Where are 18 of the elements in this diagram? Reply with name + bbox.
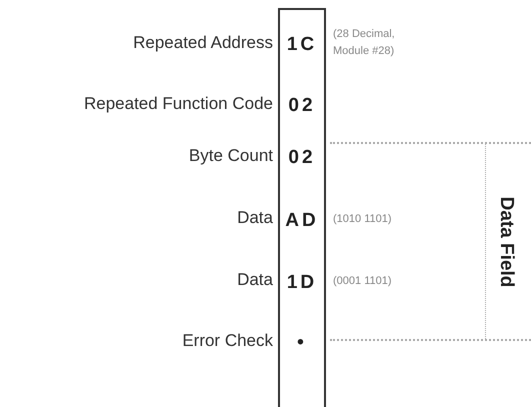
field-title: Data Field [495,196,517,287]
hex-value: 02 [287,95,317,117]
hex-value: 1C [286,34,318,56]
register-column [278,8,326,407]
annotation: (0001 1101) [333,274,392,289]
hex-value: 1D [286,272,318,294]
field-name: Repeated Address [133,33,273,53]
dotted-bracket-band [330,142,531,341]
hex-value: 02 [287,147,317,169]
hex-value: • [296,332,308,354]
annotation: (28 Decimal, Module #28) [333,27,396,59]
field-name: Byte Count [188,146,273,166]
hex-value: AD [284,210,320,232]
field-name: Error Check [182,331,273,351]
field-name: Repeated Function Code [84,94,273,114]
annotation: (1010 1101) [333,212,392,227]
field-name: Data [237,208,273,228]
field-name: Data [237,270,273,290]
